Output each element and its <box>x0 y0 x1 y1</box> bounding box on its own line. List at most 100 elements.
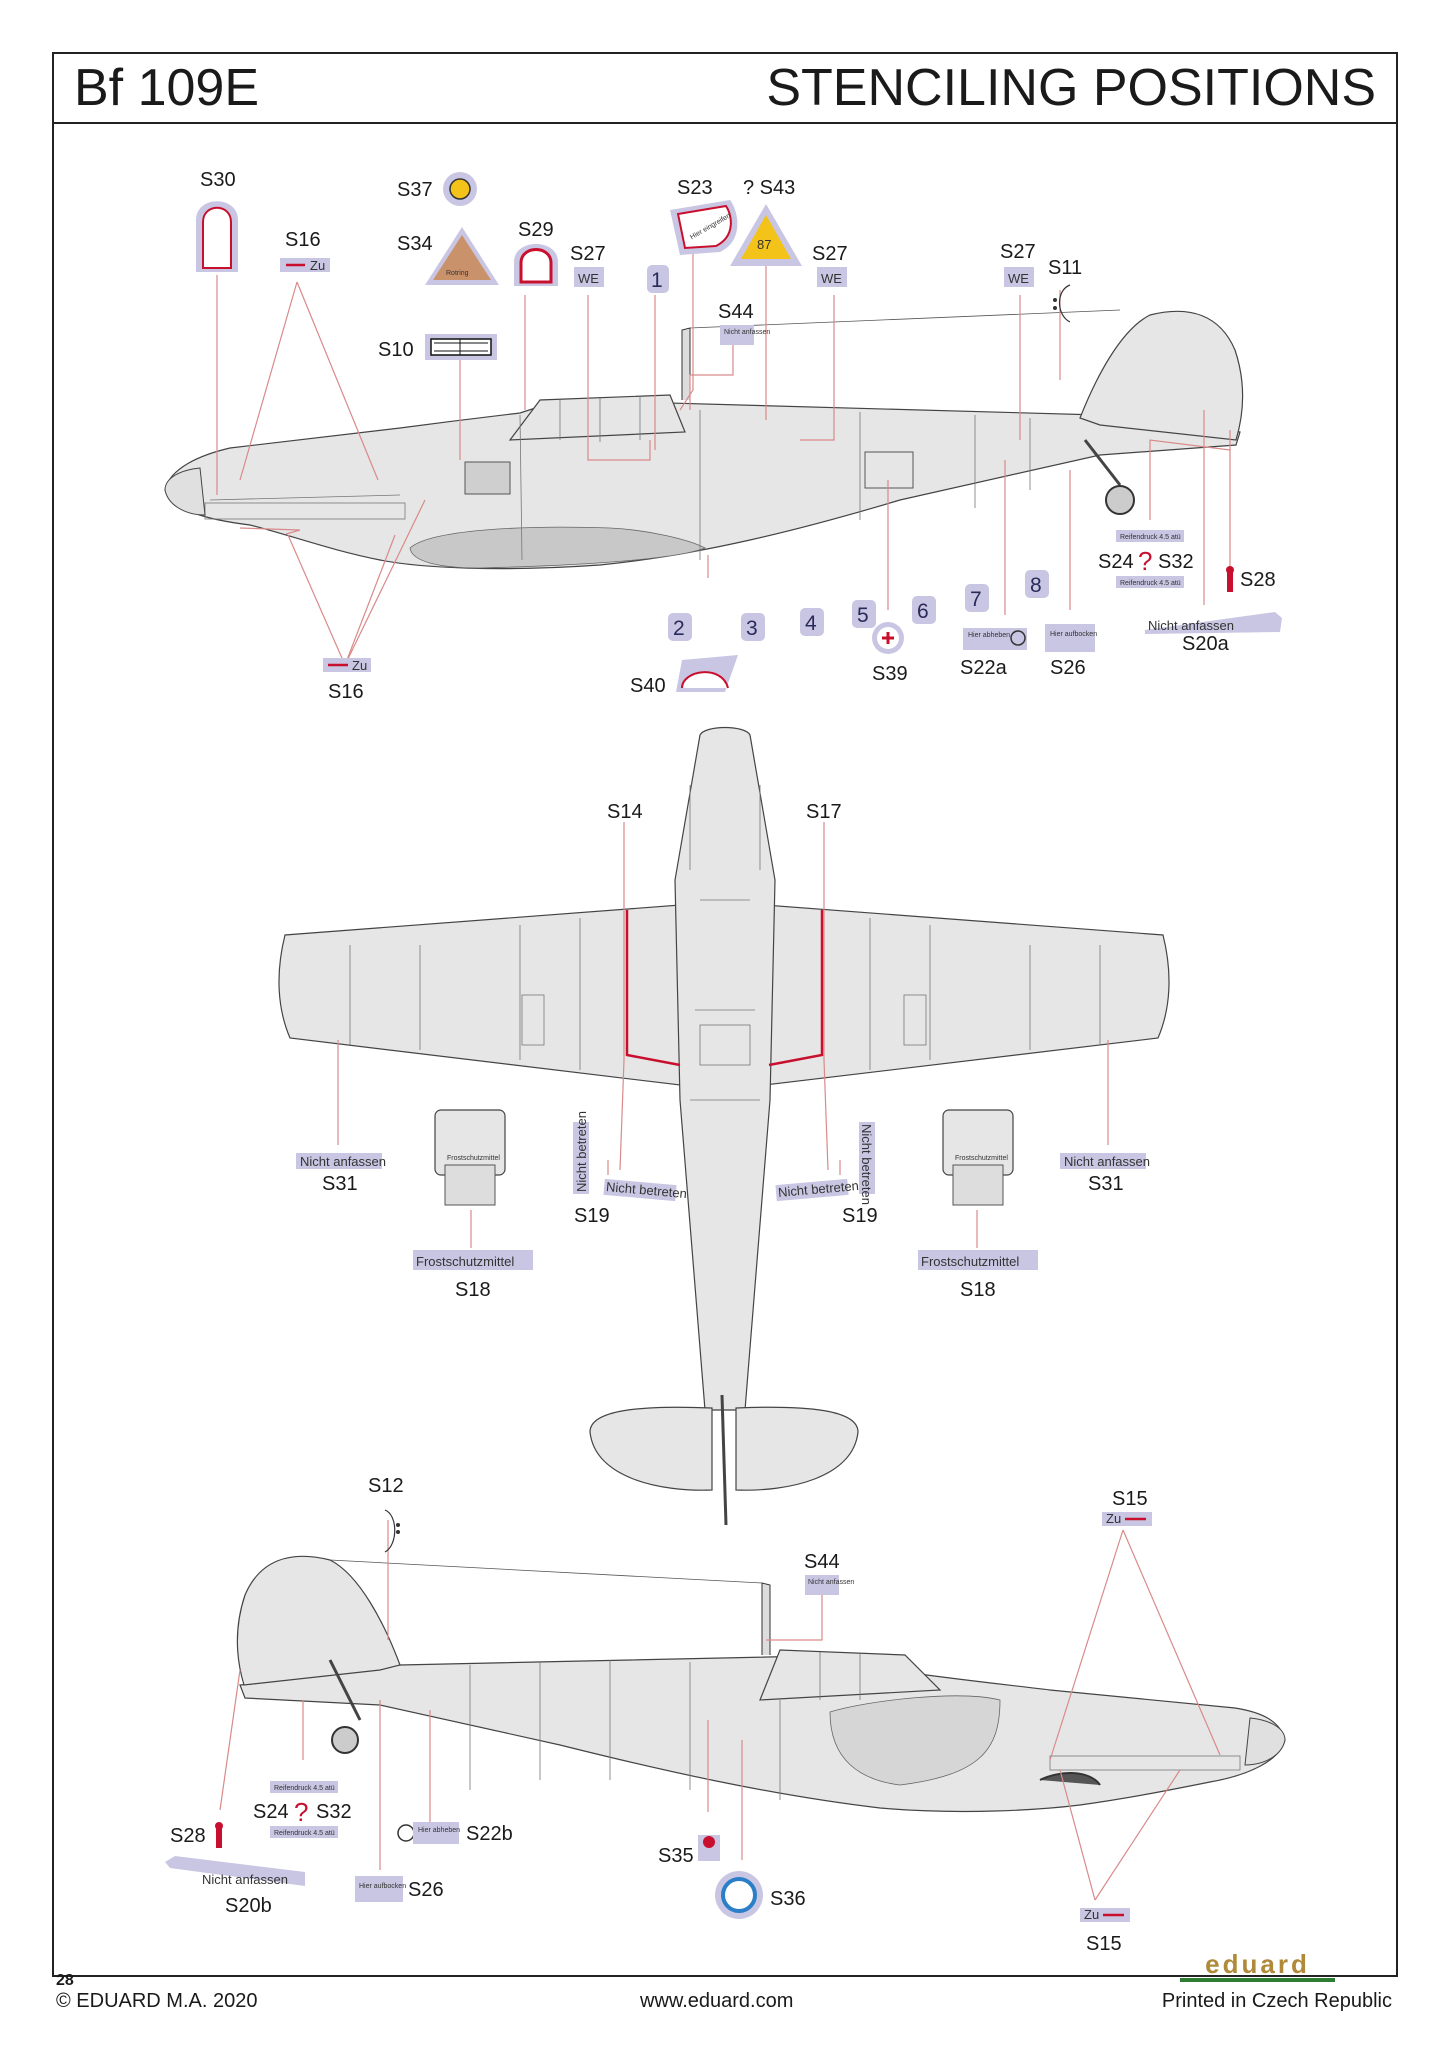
label-s10: S10 <box>378 339 414 361</box>
label-s36: S36 <box>770 1888 806 1910</box>
website: www.eduard.com <box>640 1990 794 2012</box>
wing-right <box>764 904 1170 1086</box>
label-s27-b: S27 <box>812 243 848 265</box>
label-s26-bottom: S26 <box>408 1879 444 1901</box>
label-s15-bottom: S15 <box>1086 1933 1122 1955</box>
label-s17: S17 <box>806 801 842 823</box>
label-s29: S29 <box>518 219 554 241</box>
nicht-betreten-l-vert: Nicht betreten <box>574 1111 589 1192</box>
yellow-87: 87 <box>757 237 771 252</box>
zu-label-s15-bottom: Zu <box>1084 1907 1099 1922</box>
nicht-anfassen-s31-r: Nicht anfassen <box>1064 1154 1150 1169</box>
page-title: STENCILING POSITIONS <box>766 59 1376 117</box>
leaders-top <box>216 240 1231 666</box>
hier-aufbocken-b: Hier aufbocken <box>359 1883 406 1890</box>
label-s18-l: S18 <box>455 1279 491 1301</box>
nicht-anfassen-a: Nicht anfassen <box>1148 618 1234 633</box>
reifendruck-b: Reifendruck 4.5 atü <box>1120 580 1181 587</box>
zu-label-s15-top: Zu <box>1106 1511 1121 1526</box>
page-frame <box>52 52 1398 1977</box>
panel-num-2: 2 <box>673 617 685 640</box>
nicht-betreten-l-horiz: Nicht betreten <box>606 1179 688 1201</box>
rotring-text: Rotring <box>446 270 469 277</box>
label-s11: S11 <box>1048 257 1082 279</box>
label-s44-top: S44 <box>718 301 754 323</box>
label-s40: S40 <box>630 675 666 697</box>
label-s37: S37 <box>397 179 433 201</box>
label-s28-bottom: S28 <box>170 1825 206 1847</box>
wing-left <box>278 904 681 1086</box>
label-s24-top: S24 <box>1098 551 1134 573</box>
model-title: Bf 109E <box>74 59 260 117</box>
tail-fin-right <box>236 1555 401 1686</box>
label-s35: S35 <box>658 1845 694 1867</box>
label-s31-r: S31 <box>1088 1173 1124 1195</box>
frostschutz-r: Frostschutzmittel <box>921 1254 1019 1269</box>
label-s16-bottom: S16 <box>328 681 364 703</box>
page-number: 28 <box>56 1972 74 1989</box>
label-s19-r: S19 <box>842 1205 878 1227</box>
side-view-left <box>164 309 1244 570</box>
label-s31-l: S31 <box>322 1173 358 1195</box>
panel-num-8: 8 <box>1030 574 1042 597</box>
label-s16-top: S16 <box>285 229 321 251</box>
we-c: WE <box>1008 271 1029 286</box>
svg-text:?: ? <box>294 1797 308 1827</box>
tail-fin-left <box>1079 310 1244 441</box>
canopy-left <box>508 394 686 441</box>
label-s24-bottom: S24 <box>253 1801 289 1823</box>
label-s20b: S20b <box>225 1895 272 1917</box>
fuselage-right <box>239 1654 1286 1813</box>
label-s20a: S20a <box>1182 633 1230 655</box>
header: Bf 109E STENCILING POSITIONS <box>52 52 1398 124</box>
side-view-right <box>236 1555 1286 1813</box>
panel-num-5: 5 <box>857 604 869 627</box>
label-s26-top: S26 <box>1050 657 1086 679</box>
label-s32-bottom: S32 <box>316 1801 352 1823</box>
label-s27-c: S27 <box>1000 241 1036 263</box>
nicht-betreten-r-horiz: Nicht betreten <box>777 1178 859 1200</box>
label-s23: S23 <box>677 177 713 199</box>
top-view: Frostschutzmittel Frostschutzmittel <box>278 726 1170 1526</box>
eduard-logo: eduard <box>1180 1951 1335 1982</box>
label-s44-bottom: S44 <box>804 1551 840 1573</box>
zu-label-top: Zu <box>310 258 325 273</box>
label-s32-top: S32 <box>1158 551 1194 573</box>
label-s39: S39 <box>872 663 908 685</box>
side-bottom-labels: S16 Zu 2 S40 3 4 5 S39 6 7 8 Hier abhebe… <box>323 530 1282 703</box>
nicht-anfassen-small-top: Nicht anfassen <box>724 329 770 336</box>
tailplane <box>589 1406 713 1491</box>
canopy-right <box>759 1649 942 1701</box>
nicht-anfassen-s31-l: Nicht anfassen <box>300 1154 386 1169</box>
reifendruck-d: Reifendruck 4.5 atü <box>274 1830 335 1837</box>
frostschutz-l: Frostschutzmittel <box>416 1254 514 1269</box>
decals-top: S30 S16 Zu S37 S34 Rotring S10 S29 S27 W… <box>196 169 1082 361</box>
label-s27-a: S27 <box>570 243 606 265</box>
label-s18-r: S18 <box>960 1279 996 1301</box>
printed-in: Printed in Czech Republic <box>1161 1990 1392 2012</box>
hier-abheben-a: Hier abheben <box>968 632 1010 639</box>
nicht-anfassen-small-bottom: Nicht anfassen <box>808 1579 854 1586</box>
fuselage-top <box>674 726 776 1411</box>
frostschutz-small-l: Frostschutzmittel <box>447 1155 500 1162</box>
panel-num-4: 4 <box>805 612 817 635</box>
label-s19-l: S19 <box>574 1205 610 1227</box>
panel-num-7: 7 <box>970 588 982 611</box>
label-s28-top: S28 <box>1240 569 1276 591</box>
label-s34: S34 <box>397 233 433 255</box>
reifendruck-a: Reifendruck 4.5 atü <box>1120 534 1181 541</box>
hier-aufbocken-a: Hier aufbocken <box>1050 631 1097 638</box>
hier-abheben-b: Hier abheben <box>418 1827 460 1834</box>
label-s12: S12 <box>368 1475 404 1497</box>
frostschutz-small-r: Frostschutzmittel <box>955 1155 1008 1162</box>
copyright: © EDUARD M.A. 2020 <box>56 1990 258 2012</box>
panel-num-3: 3 <box>746 617 758 640</box>
top-view-labels: S14 S17 Nicht anfassen S31 Nicht anfasse… <box>296 801 1150 1301</box>
nicht-betreten-r-vert: Nicht betreten <box>859 1124 874 1205</box>
label-s14: S14 <box>607 801 643 823</box>
panel-num-6: 6 <box>917 600 929 623</box>
label-s22b: S22b <box>466 1823 513 1845</box>
label-s30: S30 <box>200 169 236 191</box>
zu-label-bottom: Zu <box>352 658 367 673</box>
